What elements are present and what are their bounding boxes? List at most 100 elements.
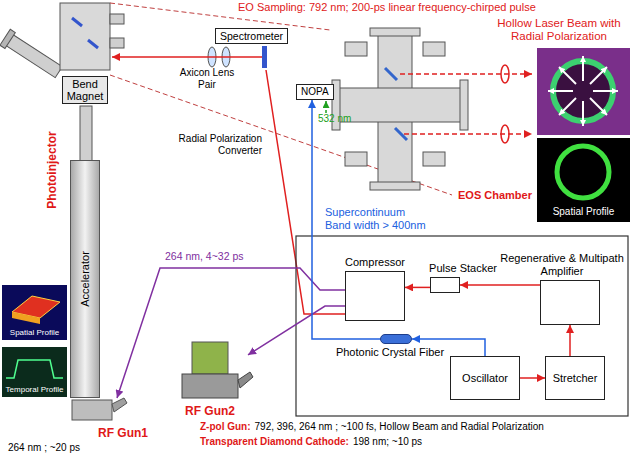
- radial-polarization-image: [590, 67, 607, 84]
- radial-polarization-image: [559, 67, 576, 84]
- eos-chamber-drawing: [345, 42, 367, 56]
- port-pipe: [0, 29, 64, 80]
- hollow-beam-image: [537, 138, 630, 222]
- radial-polarization-image: [548, 56, 618, 126]
- eos-chamber-drawing: [345, 152, 367, 166]
- beam-label: 264 nm, 4~32 ps: [165, 250, 244, 262]
- hollow-beam-arrows: [404, 133, 532, 135]
- laser-stage-box: Oscillator: [450, 356, 520, 400]
- eos-chamber-drawing: [423, 42, 445, 56]
- temporal-profile-image: [2, 347, 67, 397]
- rf-gun2-body: [182, 342, 253, 398]
- section-label: EOS Chamber: [458, 189, 532, 202]
- component-label: Spectrometer: [220, 30, 283, 42]
- component-label: RF Gun2: [183, 404, 237, 418]
- hollow-beam-arrows: [501, 65, 509, 83]
- component-outline: [345, 271, 405, 321]
- radial-polarization-image: [590, 98, 607, 115]
- eos-chamber-drawing: [370, 182, 420, 190]
- spec-heading: Transparent Diamond Cathode:: [200, 436, 349, 448]
- hollow-beam-arrows: [501, 125, 509, 143]
- radial-polarization-image: [559, 98, 576, 115]
- component-label: Photonic Crystal Fiber: [330, 346, 450, 359]
- accelerator-tube: Accelerator: [70, 160, 100, 398]
- eo-beam: [112, 56, 262, 58]
- eos-chamber-drawing: [385, 68, 397, 80]
- rf-gun: RF Gun2: [172, 340, 248, 418]
- spec-note: 264 nm ; ~20 ps: [8, 442, 80, 454]
- diagnostic-chamber: [60, 3, 110, 70]
- component-label: Accelerator: [79, 251, 91, 307]
- rf-gun: RF Gun1: [70, 398, 150, 440]
- rf-gun2-body: [238, 372, 253, 388]
- radial-polarization-image: [537, 48, 630, 135]
- part-label: Radial Polarization Converter: [170, 133, 262, 156]
- component-label: NOPA: [301, 86, 329, 98]
- diagnostic-chamber: [88, 40, 98, 48]
- section-label: Photoinjector: [46, 131, 60, 208]
- instrument-box: NOPA: [296, 84, 334, 100]
- spec-heading: Z-pol Gun:: [200, 421, 251, 433]
- figure-caption: Hollow Laser Beam with Radial Polarizati…: [488, 17, 630, 43]
- magnet-box: Bend Magnet: [62, 76, 108, 104]
- radial-polarization-image: [548, 90, 573, 92]
- spatial-profile-image: [2, 285, 67, 340]
- title-note: EO Sampling: 792 nm; 200-ps linear frequ…: [238, 1, 536, 14]
- component-label: RF Gun1: [96, 426, 150, 440]
- beam-connector: [460, 284, 540, 286]
- polarization-converter: [262, 46, 267, 68]
- eo-beam: [266, 70, 345, 314]
- diagnostic-chamber: [110, 38, 124, 48]
- component-outline: [540, 280, 600, 325]
- diagnostic-chamber: [72, 18, 82, 26]
- instrument-box: Spectrometer: [215, 28, 288, 44]
- rf-gun2-body: [192, 342, 228, 374]
- component-label: Bend Magnet: [67, 78, 104, 102]
- component-outline: [430, 277, 460, 293]
- component-label: Oscillator: [462, 372, 508, 384]
- laser-stage-box: Pulse Stacker: [425, 262, 501, 293]
- component-label: Regenerative & Multipath Amplifier: [500, 252, 624, 278]
- laser-system-housing: [296, 236, 628, 416]
- beam-connector: [248, 306, 345, 355]
- pump-arrow: [325, 101, 327, 113]
- eos-chamber-drawing: [370, 28, 420, 36]
- image-caption: Spatial Profile: [537, 206, 630, 218]
- image-caption: Temporal Profile: [2, 385, 67, 394]
- rf-gun1-body: [72, 400, 112, 420]
- eos-chamber-drawing: [338, 88, 462, 122]
- laser-stage-box: Stretcher: [545, 356, 605, 400]
- port-pipe: [5, 34, 62, 78]
- beam-connector: [569, 325, 571, 356]
- component-label: Pulse Stacker: [425, 262, 501, 275]
- part-label: Axicon Lens Pair: [178, 67, 236, 90]
- eos-chamber-drawing: [423, 152, 445, 166]
- beam-tube: [80, 106, 92, 162]
- spatial-profile-image: [2, 285, 67, 340]
- beam-connector: [405, 287, 430, 289]
- image-caption: Spatial Profile: [2, 328, 67, 337]
- rf-gun2-body: [182, 374, 238, 398]
- spec-note: 792, 396, 264 nm ; ~100 fs, Hollow Beam …: [255, 421, 544, 433]
- laser-stage-box: Regenerative & Multipath Amplifier: [500, 252, 624, 325]
- component-label: Stretcher: [553, 372, 598, 384]
- radial-polarization-image: [593, 90, 618, 92]
- beam-label: Supercontinuum Band width > 400nm: [325, 206, 429, 231]
- eos-chamber-drawing: [460, 80, 468, 130]
- beam-connector: [117, 268, 345, 398]
- diagnostic-chamber: [60, 3, 124, 70]
- spatial-profile-image: [12, 312, 40, 324]
- hollow-beam-arrows: [400, 73, 532, 75]
- fiber-component: Photonic Crystal Fiber: [330, 334, 450, 359]
- component-label: Compressor: [345, 256, 405, 269]
- component-outline: [380, 334, 412, 344]
- diagnostic-chamber: [110, 14, 124, 24]
- radial-polarization-image: [582, 101, 584, 126]
- hollow-beam-image: [557, 146, 609, 198]
- temporal-profile-image: [6, 360, 63, 378]
- radial-polarization-image: [582, 56, 584, 81]
- beam-connector: [520, 377, 545, 379]
- port-pipe: [0, 29, 15, 48]
- spec-note: 198 nm; ~10 ps: [353, 436, 422, 448]
